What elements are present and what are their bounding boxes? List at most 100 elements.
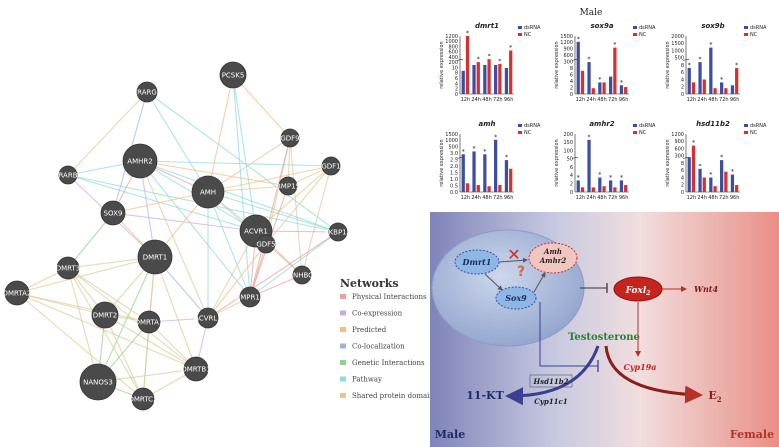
significance-star: * (483, 148, 486, 155)
network-node-circle (239, 286, 261, 308)
significance-star: * (613, 42, 616, 49)
x-tick-label: 24h (697, 195, 707, 201)
significance-star: * (609, 174, 612, 181)
significance-star: * (709, 42, 712, 49)
network-node[interactable]: GDF1 (321, 156, 341, 176)
y-tick-label: 6 (681, 70, 684, 76)
network-edge (112, 212, 257, 232)
network-node[interactable]: FKBP1A (325, 222, 352, 242)
y-tick-label: 8 (681, 63, 684, 69)
network-node[interactable]: DMRT1 (137, 239, 181, 275)
network-edge (16, 292, 144, 400)
network-node[interactable]: INHBC (291, 265, 313, 285)
y-tick-label: 3.0 (450, 151, 458, 157)
legend-dsrna: dsRNA (639, 123, 656, 129)
bar-nc (509, 50, 513, 94)
bar-nc (624, 87, 628, 94)
network-node-circle (4, 280, 30, 306)
network-node[interactable]: AMH (191, 175, 225, 209)
network-node[interactable]: DMRTA2 (3, 280, 32, 306)
network-node[interactable]: RARG (136, 81, 158, 103)
network-node-circle (328, 222, 348, 242)
network-node-label: DMRTB1 (181, 366, 210, 374)
cross-mark: ✕ (507, 245, 520, 264)
network-node[interactable]: ACVRL1 (194, 307, 222, 329)
network-node-circle (256, 234, 276, 254)
y-tick-label: 10 (452, 65, 458, 71)
significance-star: * (735, 62, 738, 69)
y-tick-label: 50 (567, 157, 573, 163)
network-node-label: GDF9 (280, 135, 299, 143)
cyp19a-label: Cyp19a (624, 362, 657, 372)
y-tick-label: 2000 (671, 34, 684, 40)
network-edge (207, 243, 267, 319)
network-edge (289, 137, 303, 276)
network-node-label: PCSK5 (222, 72, 245, 80)
y-axis-label: relative expression (665, 41, 671, 88)
legend-item: Pathway (340, 376, 382, 384)
axis-break (456, 58, 464, 61)
legend-item: Genetic Interactions (340, 359, 425, 367)
network-node[interactable]: DMRT2 (91, 301, 119, 329)
y-tick-label: 100 (563, 148, 573, 154)
network-node[interactable]: PCSK5 (219, 61, 247, 89)
network-edge (255, 165, 332, 232)
network-node-circle (136, 81, 158, 103)
legend-dsrna: dsRNA (750, 25, 767, 31)
network-nodes: PCSK5RARGGDF9GDF1AMHR2RARBAMHBMP15SOX9AC… (3, 61, 352, 411)
bar-nc (613, 47, 617, 94)
network-node-circle (183, 356, 209, 382)
y-tick-label: 0 (681, 92, 684, 98)
legend-swatch-nc (744, 33, 748, 36)
y-tick-label: 1000 (671, 48, 684, 54)
network-edge (139, 160, 289, 187)
chart-title: hsd11b2 (696, 120, 730, 128)
bar-nc (702, 177, 706, 192)
question-mark: ? (517, 264, 525, 280)
network-node[interactable]: BMP15 (276, 176, 300, 196)
network-node-label: DMRTC2 (129, 396, 158, 404)
significance-star: * (488, 53, 491, 60)
x-tick-label: 72h (719, 97, 729, 103)
legend-swatch-nc (633, 33, 637, 36)
bar-dsrna (609, 180, 613, 192)
network-node[interactable]: GDF5 (256, 234, 276, 254)
network-edge (16, 256, 156, 294)
y-tick-label: 1500 (445, 132, 458, 138)
bar-dsrna (598, 82, 602, 94)
bar-nc (591, 187, 595, 192)
bar-nc (724, 88, 728, 94)
y-tick-label: 4 (455, 81, 458, 87)
significance-star: * (462, 148, 465, 155)
network-node[interactable]: DMRTA1 (135, 310, 164, 334)
network-node[interactable]: DMRT3 (56, 256, 81, 280)
testosterone-11kt-arrow (505, 345, 600, 406)
bar-dsrna (698, 168, 702, 192)
male-label: Male (435, 428, 465, 441)
network-node[interactable]: DMRTC2 (129, 387, 158, 411)
network-node-label: ACVR1 (244, 228, 268, 236)
network-node-label: BMP15 (276, 183, 300, 191)
bar-dsrna (576, 41, 580, 94)
network-node[interactable]: BMPR1B (235, 286, 265, 308)
bar-nc (580, 70, 585, 94)
x-tick-label: 48h (708, 97, 718, 103)
network-node[interactable]: SOX9 (100, 200, 126, 226)
network-node-circle (137, 310, 161, 334)
mechanism-diagram: Dmrt1 Amh Amhr2 Sox9 ✕ ? Foxl2 Wnt4 Test… (430, 212, 779, 447)
legend-item: Shared protein domains (340, 392, 430, 400)
network-node-circle (122, 143, 158, 179)
network-node[interactable]: NANOS3 (79, 363, 117, 401)
legend-label: Co-localization (352, 343, 405, 351)
network-node[interactable]: DMRTB1 (181, 356, 211, 382)
y-tick-label: 0 (570, 92, 573, 98)
network-node[interactable]: RARB (58, 165, 78, 185)
y-tick-label: 300 (563, 60, 573, 66)
legend-nc: NC (639, 130, 647, 136)
legend-swatch-dsrna (518, 26, 522, 29)
network-edge (139, 160, 209, 319)
network-node[interactable]: GDF9 (280, 128, 300, 148)
network-edge (67, 267, 150, 323)
significance-star: * (498, 58, 501, 65)
x-tick-label: 12h (687, 195, 697, 201)
